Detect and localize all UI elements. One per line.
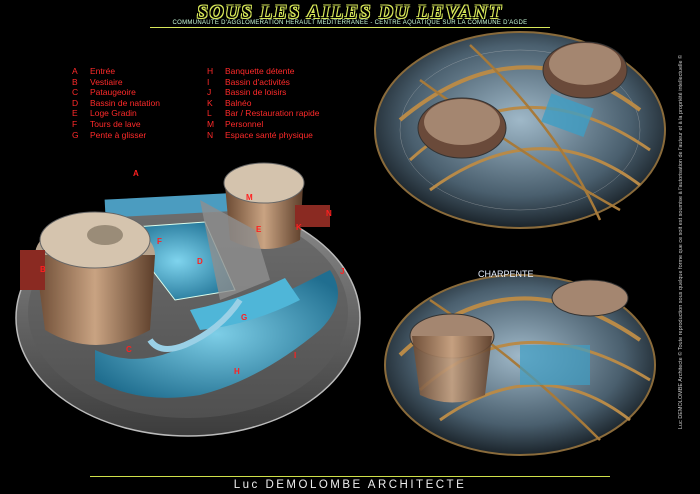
footer-divider <box>90 476 610 477</box>
copyright-notice: Luc DEMOLOMBE Architecte © Toute reprodu… <box>678 54 684 430</box>
plan-marker: B <box>40 265 46 274</box>
plan-marker: G <box>241 313 247 322</box>
plan-marker: M <box>246 193 253 202</box>
charpente-label: CHARPENTE <box>478 269 534 279</box>
plan-marker: N <box>326 209 332 218</box>
plan-marker: H <box>234 367 240 376</box>
plan-marker: C <box>126 345 132 354</box>
plan-marker: I <box>294 351 296 360</box>
building-cutaway <box>15 162 361 437</box>
plan-marker: E <box>256 225 262 234</box>
header-divider <box>150 27 550 28</box>
plan-marker: D <box>197 257 203 266</box>
plan-marker: A <box>133 169 139 178</box>
page-subtitle: COMMUNAUTE D'AGGLOMERATION HERAULT MEDIT… <box>172 20 528 26</box>
roof-structure-top-view <box>374 31 666 229</box>
plan-marker: F <box>157 237 162 246</box>
roof-structure-side-view <box>384 274 656 456</box>
architect-name: Luc DEMOLOMBE ARCHITECTE <box>233 479 467 491</box>
page-title: SOUS LES AILES DU LEVANT <box>197 2 503 23</box>
plan-marker: K <box>296 223 302 232</box>
plan-marker: J <box>340 267 344 276</box>
